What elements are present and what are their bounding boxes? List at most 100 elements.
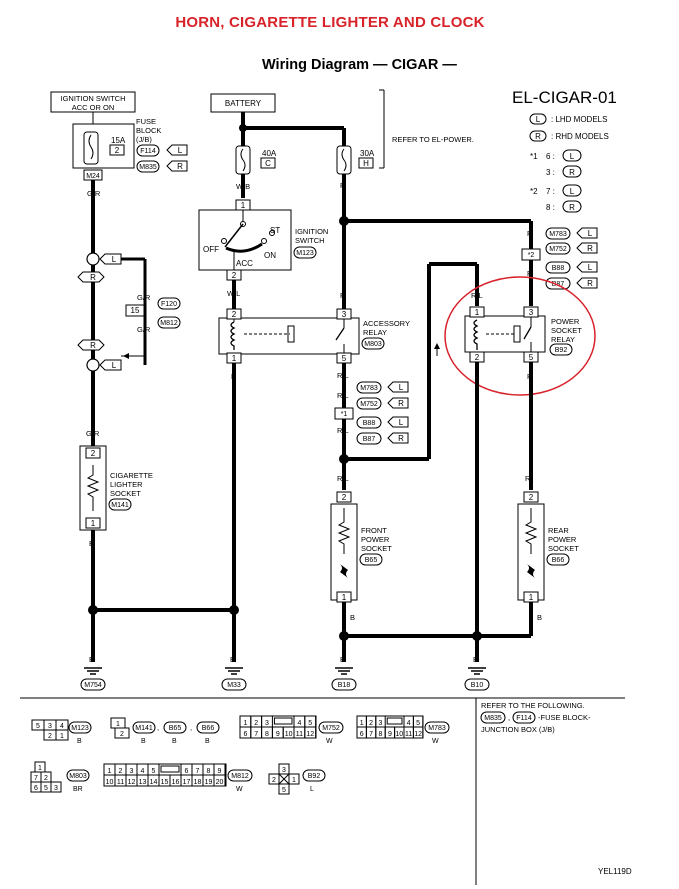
wire-wb: W/B xyxy=(236,182,250,191)
legend-note2-b-num: 8 : xyxy=(546,203,555,212)
pin-cell xyxy=(213,774,226,787)
legend-note2-b-sym: R xyxy=(569,203,575,212)
wire-gr-mid-1: G/R xyxy=(137,293,151,302)
refer-el-power: REFER TO EL-POWER. xyxy=(392,135,474,144)
connector-m141: 1 2 M141 , B B65 , B B66 B xyxy=(110,717,220,745)
connector-m123: 5 3 4 2 1 M123 B xyxy=(31,719,92,745)
ignition-switch-label-1: IGNITION SWITCH xyxy=(61,94,126,103)
pin-number: 8 xyxy=(379,731,383,738)
legend-note1-b-sym: R xyxy=(569,168,575,177)
pin-number: 3 xyxy=(379,720,383,727)
svg-text:3: 3 xyxy=(282,767,286,774)
fuse-block-lhd: L xyxy=(178,146,183,155)
wire-gr-1: G/R xyxy=(87,189,101,198)
wire-gr-lower: G/R xyxy=(86,429,100,438)
diagram-heading: Wiring Diagram — CIGAR — xyxy=(262,57,457,73)
pin-number: 11 xyxy=(296,731,303,738)
svg-text:1: 1 xyxy=(38,765,42,772)
svg-text:2: 2 xyxy=(48,733,52,740)
pin-number: 1 xyxy=(360,720,364,727)
right-conn-m752: M752 xyxy=(549,246,567,253)
legend-note2-mark: *2 xyxy=(530,187,538,196)
legend-note1-b-num: 3 : xyxy=(546,168,555,177)
wire-b-g1: B xyxy=(89,655,94,664)
connector-m803: 1 2 5 7 3 6 M803 BR xyxy=(30,761,90,793)
right-conn-b87-sym: R xyxy=(587,279,593,288)
conn-tag-b66: B66 xyxy=(202,725,215,732)
battery: BATTERY xyxy=(210,93,276,113)
refer-line-1: REFER TO THE FOLLOWING. xyxy=(481,701,585,710)
front-power-socket: 2 1 FRONT POWER SOCKET B65 xyxy=(330,491,392,603)
conn-color-m783: W xyxy=(432,738,439,745)
pin-number: 10 xyxy=(106,779,114,786)
pin-number: 6 xyxy=(185,768,189,775)
svg-text:,: , xyxy=(190,723,192,732)
left-junction-l-bottom: L xyxy=(112,361,117,370)
conn-color-b66: B xyxy=(205,738,210,745)
mid-conn-m752-sym: R xyxy=(398,399,404,408)
svg-text:5: 5 xyxy=(44,785,48,792)
wire-r-right-top: R xyxy=(527,229,533,238)
psr-name-3: RELAY xyxy=(551,335,575,344)
svg-text:1: 1 xyxy=(116,721,120,728)
fuse-block-label-1: FUSE xyxy=(136,117,156,126)
svg-text:2: 2 xyxy=(120,731,124,738)
cig-conn: M141 xyxy=(111,502,129,509)
svg-text:1: 1 xyxy=(292,777,296,784)
battery-label: BATTERY xyxy=(225,99,262,108)
pin-number: 7 xyxy=(254,731,258,738)
svg-text:,: , xyxy=(508,713,510,722)
pin-number: 3 xyxy=(130,768,134,775)
power-socket-relay: 1 3 2 5 POWER SOCKET RELAY B92 xyxy=(464,306,582,363)
pin-number: 6 xyxy=(243,731,247,738)
ignition-switch-label-2: ACC OR ON xyxy=(72,103,115,112)
legend-note1-a-sym: L xyxy=(570,152,575,161)
wire-b-acc: B xyxy=(231,372,236,381)
acc-pin-3: 3 xyxy=(342,310,347,319)
mid-conn-m783: M783 xyxy=(360,385,378,392)
wire-r-rear: R xyxy=(525,474,531,483)
pin-number: 6 xyxy=(360,731,364,738)
pin-number: 18 xyxy=(194,779,202,786)
ign-name-2: SWITCH xyxy=(295,236,325,245)
wire-b-g3: B xyxy=(340,655,345,664)
front-conn: B65 xyxy=(365,557,378,564)
rear-power-socket: 2 1 REAR POWER SOCKET B66 xyxy=(517,491,579,603)
fuse-block-15a: 15A 2 FUSE BLOCK (J/B) M24 F114 L M835 R xyxy=(72,117,188,181)
right-conn-b88-sym: L xyxy=(588,263,593,272)
conn-tag-m752: M752 xyxy=(322,725,340,732)
pin-number: 9 xyxy=(276,731,280,738)
mid-conn-f120: F120 xyxy=(161,301,177,308)
ign-off: OFF xyxy=(203,245,219,254)
ign-pin-bottom: 2 xyxy=(232,271,237,280)
pin-number: 12 xyxy=(414,731,422,738)
mid-conn-b87-sym: R xyxy=(398,434,404,443)
conn-color-m123: B xyxy=(77,738,82,745)
pin-number: 1 xyxy=(108,768,112,775)
pin-number: 12 xyxy=(306,731,314,738)
pin-number: 14 xyxy=(150,779,158,786)
fuse15-conn: M24 xyxy=(86,173,100,180)
fuse40-letter: C xyxy=(265,159,271,168)
psr-pin-3: 3 xyxy=(529,308,534,317)
conn-tag-m141: M141 xyxy=(135,725,153,732)
pin-number: 11 xyxy=(117,779,124,786)
left-junction-r-bottom: R xyxy=(90,341,96,350)
ground-m754: M754 xyxy=(80,667,106,691)
legend-note1-mark: *1 xyxy=(530,152,538,161)
pin-number: 10 xyxy=(285,731,293,738)
cig-pin-top: 2 xyxy=(91,449,96,458)
wire-r-fuse30: R xyxy=(340,181,346,190)
right-conn-m783-sym: L xyxy=(588,229,593,238)
ground-label-b18: B18 xyxy=(338,682,351,689)
fuse15-amps: 15A xyxy=(111,136,126,145)
ign-name-1: IGNITION xyxy=(295,227,328,236)
pin-number: 20 xyxy=(216,779,224,786)
svg-text:2: 2 xyxy=(44,775,48,782)
conn-color-m812: W xyxy=(236,786,243,793)
mid-conn-m812: M812 xyxy=(160,320,178,327)
